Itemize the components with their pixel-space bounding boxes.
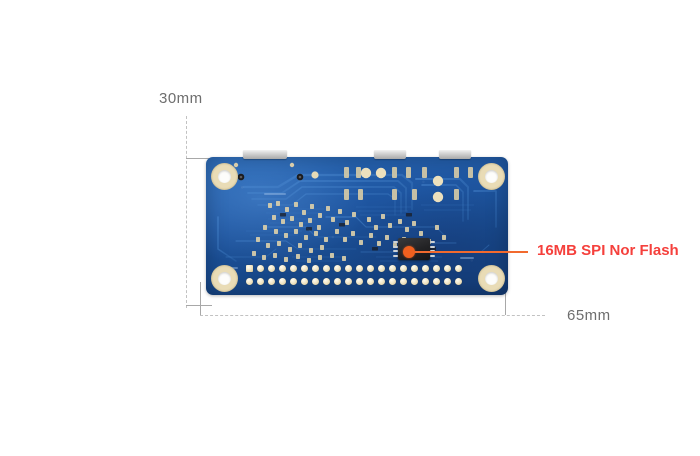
gpio-pad [400, 278, 407, 285]
gpio-pad [301, 265, 308, 272]
connector-middle [374, 150, 406, 159]
gpio-pad [400, 265, 407, 272]
callout-leader-line [412, 251, 528, 253]
gpio-pad [312, 265, 319, 272]
gpio-pad [268, 265, 275, 272]
mounting-hole-bottom-left [211, 265, 238, 292]
gpio-pad [301, 278, 308, 285]
gpio-pad [422, 278, 429, 285]
gpio-pad [257, 278, 264, 285]
gpio-pad [367, 265, 374, 272]
height-dimension-top-tick [186, 158, 212, 159]
gpio-pad [356, 265, 363, 272]
gpio-pad [444, 278, 451, 285]
gpio-pad [378, 265, 385, 272]
gpio-pad [312, 278, 319, 285]
gpio-pad [411, 278, 418, 285]
gpio-header [244, 263, 464, 287]
gpio-pad [389, 265, 396, 272]
callout-marker-dot [403, 246, 415, 258]
gpio-pad [279, 278, 286, 285]
gpio-pad [257, 265, 264, 272]
mounting-hole-bottom-right [478, 265, 505, 292]
gpio-pad [334, 278, 341, 285]
gpio-pad [422, 265, 429, 272]
gpio-pad [246, 265, 253, 272]
gpio-pad [367, 278, 374, 285]
gpio-pad [246, 278, 253, 285]
gpio-pad [455, 278, 462, 285]
callout-label-spi-nor-flash: 16MB SPI Nor Flash [537, 242, 679, 259]
gpio-pad [356, 278, 363, 285]
gpio-pad [345, 278, 352, 285]
gpio-pad [323, 278, 330, 285]
gpio-pad [433, 278, 440, 285]
chip-pins-right [430, 241, 435, 257]
gpio-pad [455, 265, 462, 272]
width-dimension-right-tick [505, 282, 506, 315]
height-dimension-label: 30mm [159, 90, 203, 107]
gpio-pad [433, 265, 440, 272]
gpio-pad [290, 265, 297, 272]
gpio-pad [444, 265, 451, 272]
chip-pins-left [393, 241, 398, 257]
gpio-pad [411, 265, 418, 272]
usb-connector-left [243, 150, 287, 159]
gpio-pad [323, 265, 330, 272]
height-dimension-dashed-line [186, 116, 187, 308]
width-dimension-label: 65mm [567, 307, 611, 324]
gpio-pad [389, 278, 396, 285]
gpio-pad [268, 278, 275, 285]
connector-right [439, 150, 471, 159]
mounting-hole-top-right [478, 163, 505, 190]
gpio-pad [290, 278, 297, 285]
width-dimension-dashed-line [200, 315, 545, 316]
gpio-pad [334, 265, 341, 272]
gpio-pad [378, 278, 385, 285]
height-dimension-bottom-tick [186, 305, 212, 306]
pcb-board [206, 157, 508, 295]
gpio-pad [345, 265, 352, 272]
gpio-pad [279, 265, 286, 272]
mounting-hole-top-left [211, 163, 238, 190]
width-dimension-left-tick [200, 282, 201, 315]
